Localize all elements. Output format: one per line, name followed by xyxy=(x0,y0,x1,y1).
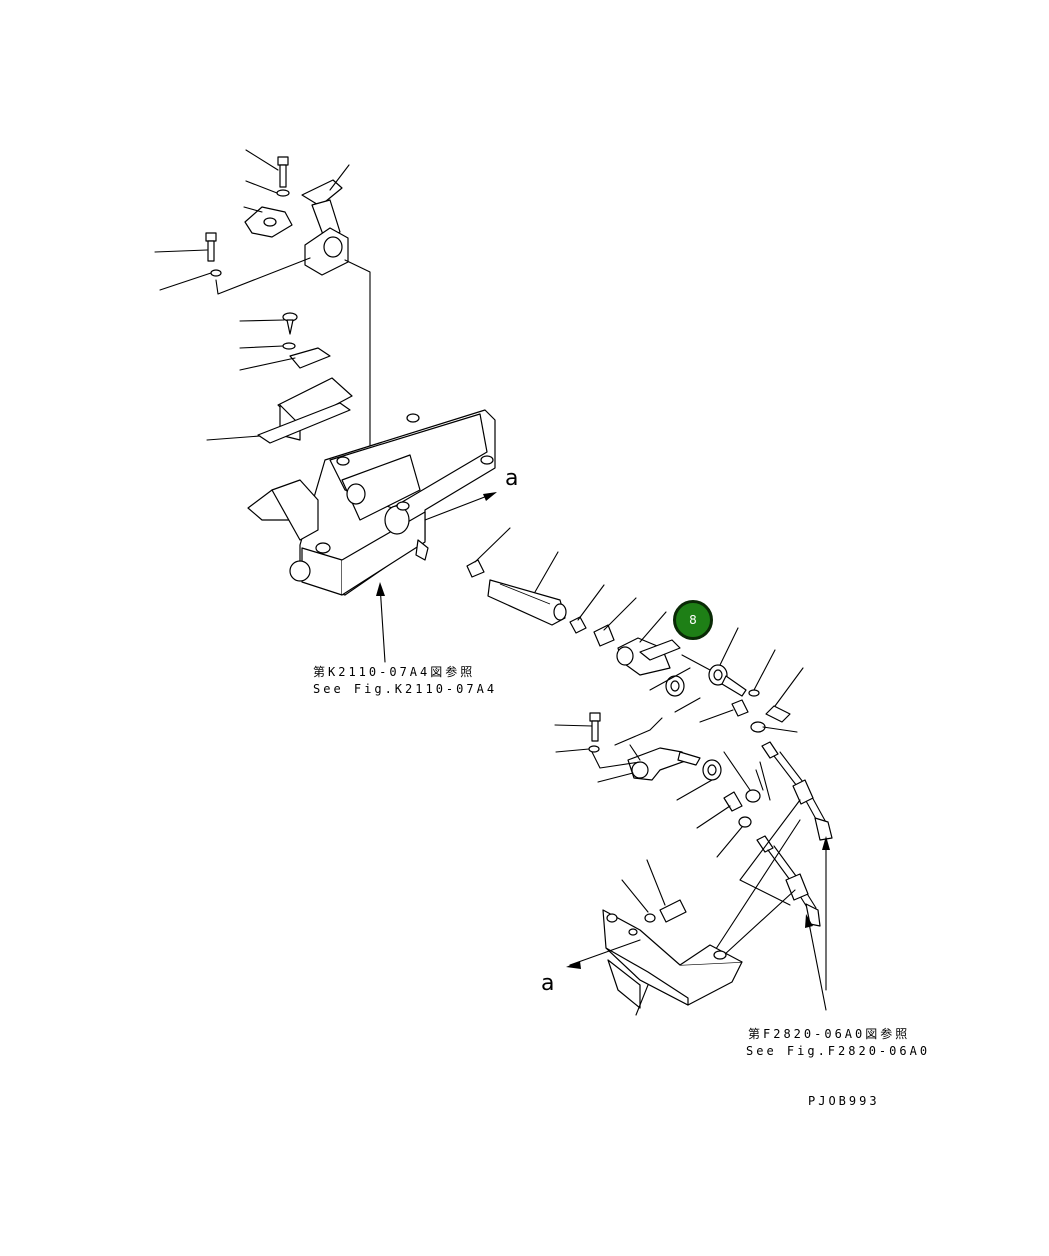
drawing-code: PJOB993 xyxy=(808,1094,880,1108)
part-number-badge[interactable]: 8 xyxy=(673,600,713,640)
top-washer xyxy=(276,189,290,197)
label-a-bottom: a xyxy=(541,971,555,996)
rod-end-lower xyxy=(702,759,722,781)
cover-bracket xyxy=(257,377,353,444)
top-bolt xyxy=(277,156,289,188)
lower-leaders xyxy=(554,717,771,858)
nut-upper xyxy=(731,699,749,717)
bushing-small xyxy=(569,616,587,634)
left-bolt xyxy=(205,232,217,262)
bottom-bolt xyxy=(659,899,687,923)
right-leaders xyxy=(699,627,804,733)
f2820-reference-jp: 第F2820-06A0図参照 xyxy=(748,1027,911,1041)
shaft xyxy=(487,579,567,626)
bushing-large xyxy=(593,624,615,647)
lever-arm xyxy=(616,637,681,676)
label-a-top: a xyxy=(505,466,519,491)
bottom-washer xyxy=(644,913,656,923)
small-plate xyxy=(289,347,331,369)
box-arrow xyxy=(376,582,386,663)
shaft-leaders xyxy=(474,527,711,713)
mid-leaders xyxy=(206,319,296,441)
badge-label: 8 xyxy=(689,613,697,627)
right-bolt xyxy=(765,705,791,723)
nut-lower-c xyxy=(738,816,752,828)
bottom-leaders xyxy=(621,859,666,1016)
cable-lower xyxy=(756,835,821,927)
k2110-reference-en: See Fig.K2110-07A4 xyxy=(313,682,498,696)
cable-reference-arrows xyxy=(805,836,830,1011)
f2820-reference-en: See Fig.F2820-06A0 xyxy=(746,1044,931,1058)
nut-lower-a xyxy=(745,789,761,803)
cable-upper xyxy=(761,741,833,841)
clamp-plate xyxy=(244,206,293,238)
pedal-bracket xyxy=(602,909,743,1009)
rod-end-upper xyxy=(708,664,747,697)
k2110-reference-jp: 第K2110-07A4図参照 xyxy=(313,665,476,679)
arrow-to-a-top xyxy=(424,492,497,521)
lever-box xyxy=(247,409,496,596)
lower-bolt xyxy=(589,712,601,742)
right-washer xyxy=(748,689,760,697)
left-washer xyxy=(210,269,222,277)
screw xyxy=(282,312,298,335)
lever-bracket xyxy=(301,179,349,276)
lower-lever xyxy=(627,747,701,781)
shaft-plug xyxy=(466,559,485,578)
lower-washer xyxy=(588,745,600,753)
arrow-to-a-bottom xyxy=(566,939,641,969)
collar xyxy=(665,675,685,697)
top-leaders xyxy=(154,149,371,461)
mid-washer xyxy=(282,342,296,350)
